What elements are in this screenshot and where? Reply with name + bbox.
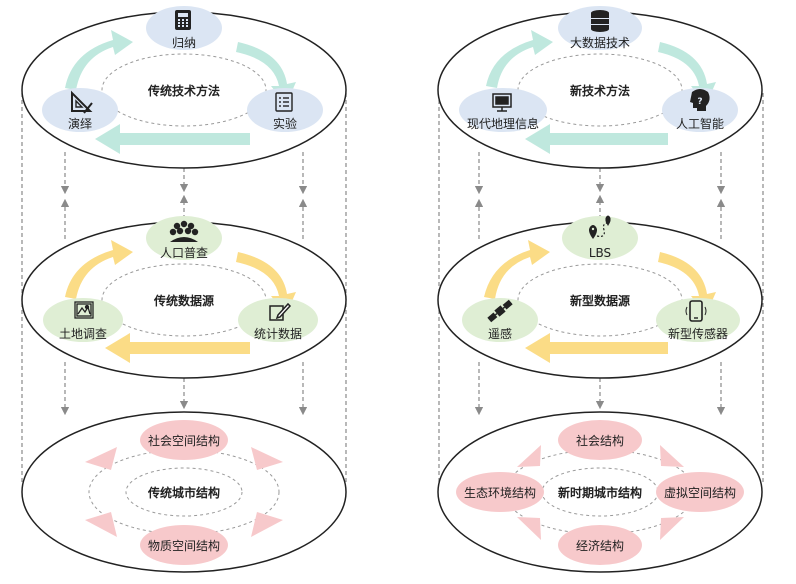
ai-head-icon: ? — [690, 89, 710, 111]
set-square-icon — [71, 90, 93, 114]
right-sources-node-1: 新型传感器 — [668, 326, 728, 341]
left-methods-node-1: 实验 — [273, 116, 297, 131]
left-structure-node-1: 物质空间结构 — [148, 538, 220, 553]
right-methods-layer: ? 新技术方法 大数据技术 人工智能 现代地理信息 — [437, 6, 763, 169]
left-methods-node-2: 演绎 — [68, 116, 92, 131]
left-sources-node-0: 人口普查 — [160, 246, 208, 260]
left-methods-title: 传统技术方法 — [147, 83, 220, 98]
database-icon — [591, 10, 609, 32]
pencil-note-icon — [269, 302, 292, 321]
right-sources-node-0: LBS — [589, 246, 611, 260]
right-methods-node-0: 大数据技术 — [570, 35, 630, 50]
left-structure-layer: 传统城市结构 社会空间结构 物质空间结构 — [21, 411, 347, 573]
left-sources-node-2: 土地调查 — [59, 327, 107, 341]
right-sources-title: 新型数据源 — [570, 293, 630, 308]
satellite-icon — [487, 299, 513, 323]
left-methods-node-0: 归纳 — [172, 36, 196, 50]
left-sources-node-1: 统计数据 — [254, 326, 302, 341]
smartphone-icon — [685, 300, 707, 322]
right-structure-node-3: 生态环境结构 — [464, 485, 536, 500]
crowd-icon — [169, 220, 199, 242]
checklist-icon — [275, 92, 293, 112]
frame-lines — [21, 93, 764, 483]
monitor-icon — [492, 93, 512, 112]
left-sources-title: 传统数据源 — [153, 293, 214, 308]
right-sources-layer: 新型数据源 LBS 新型传感器 遥感 — [437, 215, 763, 379]
right-structure-node-1: 虚拟空间结构 — [664, 485, 736, 500]
right-structure-node-0: 社会结构 — [576, 433, 624, 448]
right-methods-node-2: 现代地理信息 — [467, 116, 539, 131]
right-structure-title: 新时期城市结构 — [558, 485, 642, 500]
left-sources-layer: 传统数据源 人口普查 统计数据 土地调查 — [21, 216, 347, 379]
svg-text:?: ? — [697, 97, 702, 107]
left-structure-title: 传统城市结构 — [147, 485, 220, 500]
right-structure-layer: 新时期城市结构 社会结构 虚拟空间结构 经济结构 生态环境结构 — [437, 411, 763, 573]
location-route-icon — [589, 215, 611, 239]
calculator-icon — [175, 10, 191, 30]
right-methods-title: 新技术方法 — [570, 83, 630, 98]
right-methods-node-1: 人工智能 — [676, 116, 724, 131]
right-sources-node-2: 遥感 — [488, 326, 512, 341]
right-structure-node-2: 经济结构 — [576, 538, 624, 553]
left-structure-node-0: 社会空间结构 — [148, 433, 220, 448]
layer-connectors — [60, 152, 726, 416]
land-map-icon — [74, 301, 94, 319]
left-methods-layer: 传统技术方法 归纳 实验 演绎 — [21, 6, 347, 169]
